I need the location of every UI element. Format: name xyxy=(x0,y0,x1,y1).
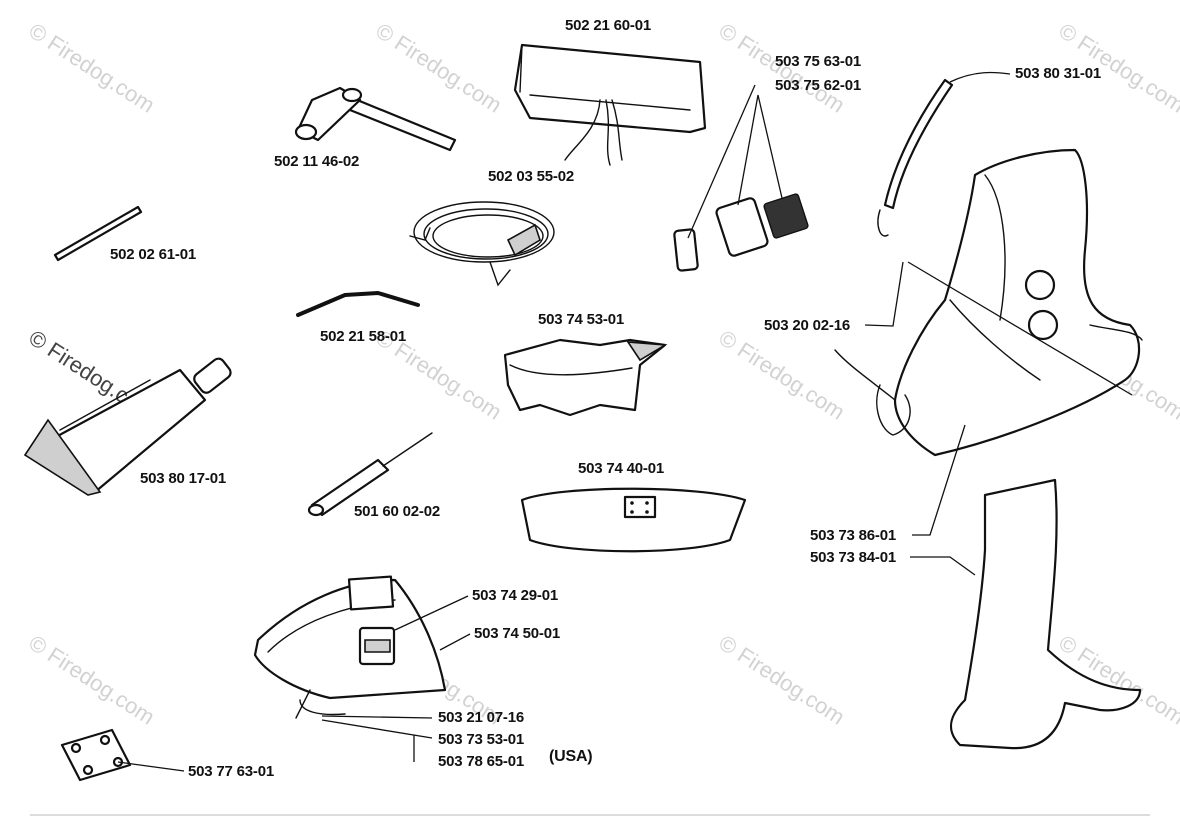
leader-lines xyxy=(117,261,976,772)
harness-outline xyxy=(949,478,1142,750)
region-label: (USA) xyxy=(549,748,593,765)
socket-wrench xyxy=(294,86,457,152)
part-number-label: 501 60 02-02 xyxy=(354,503,441,520)
part-number-label: 503 80 31-01 xyxy=(1015,65,1102,82)
part-number-label: 503 80 17-01 xyxy=(140,470,227,487)
bump-tray xyxy=(520,487,747,553)
bent-rod xyxy=(296,291,420,317)
pin-rod xyxy=(53,205,143,262)
part-number-label: 503 75 62-01 xyxy=(775,77,862,94)
part-number-label: 503 78 65-01 xyxy=(438,753,525,770)
cable-coil xyxy=(409,201,555,287)
part-number-label: 503 20 02-16 xyxy=(764,317,851,334)
part-number-label: 503 74 50-01 xyxy=(474,625,561,642)
part-number-label: 503 73 53-01 xyxy=(438,731,525,748)
part-number-label: 502 03 55-02 xyxy=(488,168,575,185)
square-pad xyxy=(60,728,132,782)
cushion-pad xyxy=(503,338,668,417)
part-number-label: 503 74 29-01 xyxy=(472,587,559,604)
part-number-label: 503 74 40-01 xyxy=(578,460,665,477)
part-number-label: 503 74 53-01 xyxy=(538,311,625,328)
harness-vest xyxy=(834,148,1143,457)
part-number-label: 503 73 86-01 xyxy=(810,527,897,544)
buckle-parts xyxy=(673,84,809,272)
part-number-label: 503 73 84-01 xyxy=(810,549,897,566)
part-number-label: 502 11 46-02 xyxy=(274,153,360,170)
screwdriver xyxy=(307,432,433,517)
trimmer-guard xyxy=(253,575,447,719)
tool-bag xyxy=(513,43,707,166)
grease-tube xyxy=(23,357,232,496)
hook-strap xyxy=(877,71,1011,237)
part-number-label: 502 21 60-01 xyxy=(565,17,652,34)
part-number-label: 503 75 63-01 xyxy=(775,53,862,70)
part-number-label: 503 77 63-01 xyxy=(188,763,275,780)
part-number-label: 502 21 58-01 xyxy=(320,328,407,345)
part-number-label: 503 21 07-16 xyxy=(438,709,525,726)
part-number-label: 502 02 61-01 xyxy=(110,246,197,263)
